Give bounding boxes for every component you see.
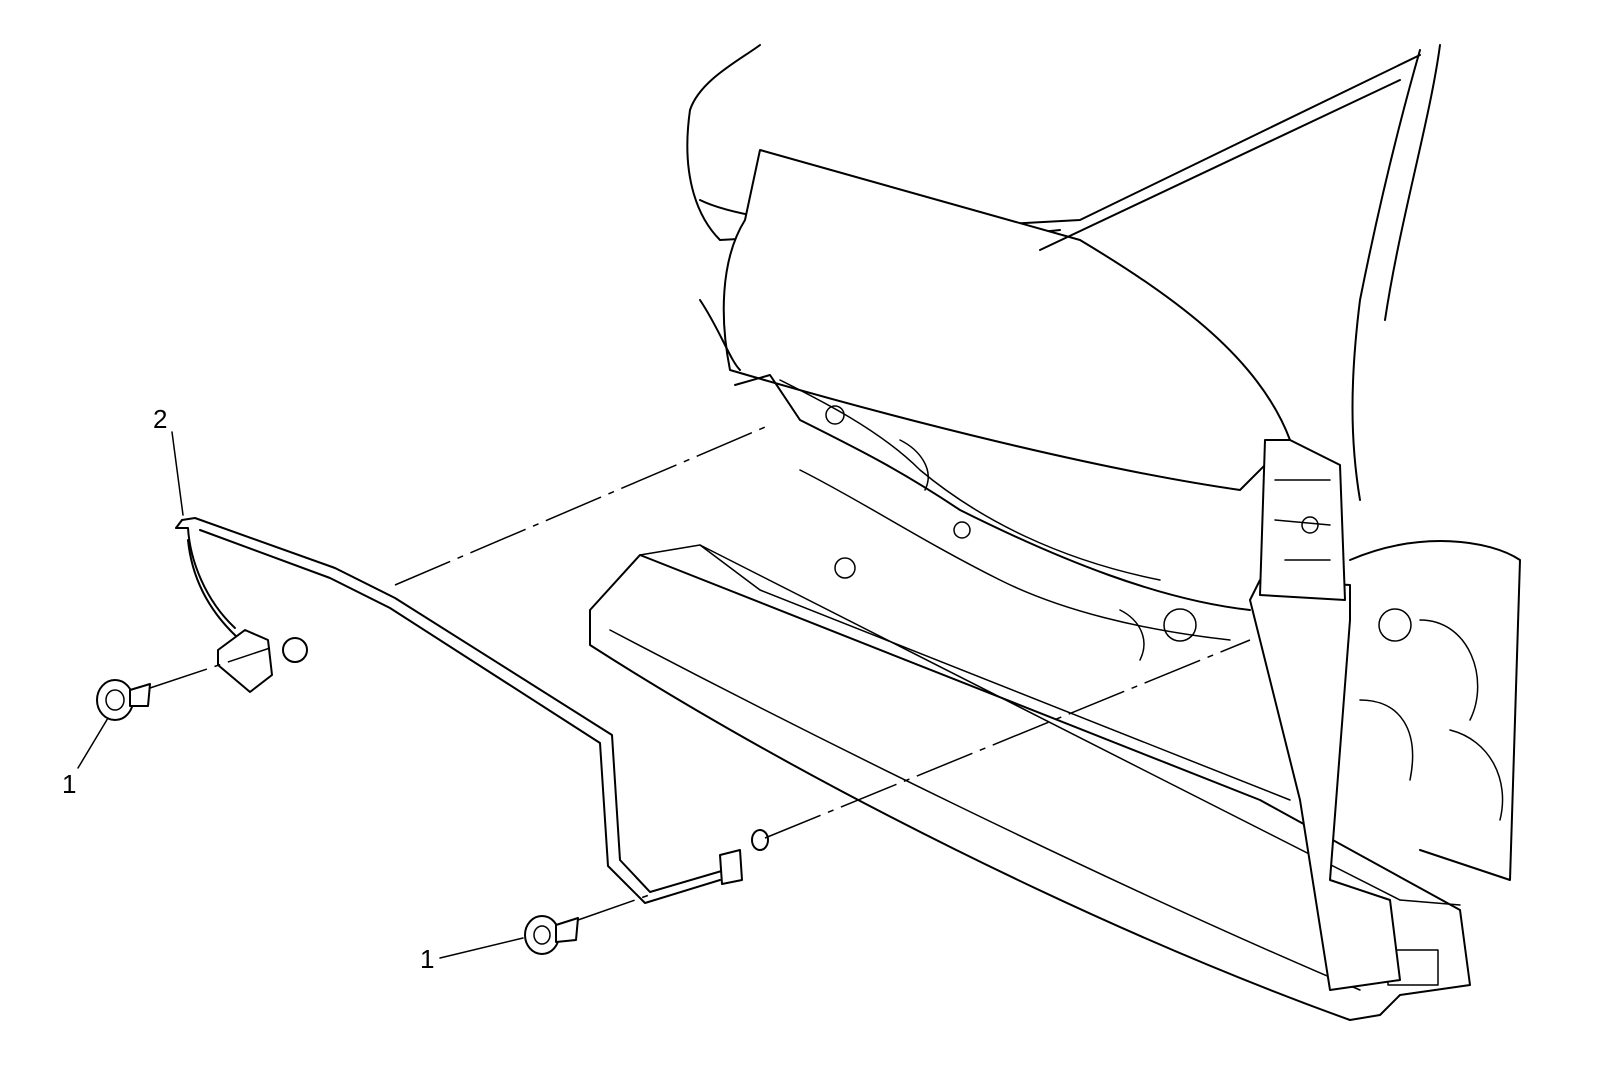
rod — [175, 517, 769, 904]
callout-label-rod: 2 — [153, 404, 167, 434]
callout-leaders — [77, 431, 524, 959]
fastener-bottom — [524, 915, 579, 955]
seat-frame — [734, 374, 1251, 661]
callout-label-fastener-bottom: 1 — [420, 944, 434, 974]
callout-label-fastener-left: 1 — [62, 769, 76, 799]
seat-side-bracket — [1249, 439, 1401, 991]
recliner-mechanism — [1349, 540, 1521, 881]
seat-track — [589, 544, 1471, 1021]
seat-back — [686, 44, 1441, 501]
fastener-left — [96, 679, 151, 721]
alignment-lines — [149, 424, 1251, 921]
